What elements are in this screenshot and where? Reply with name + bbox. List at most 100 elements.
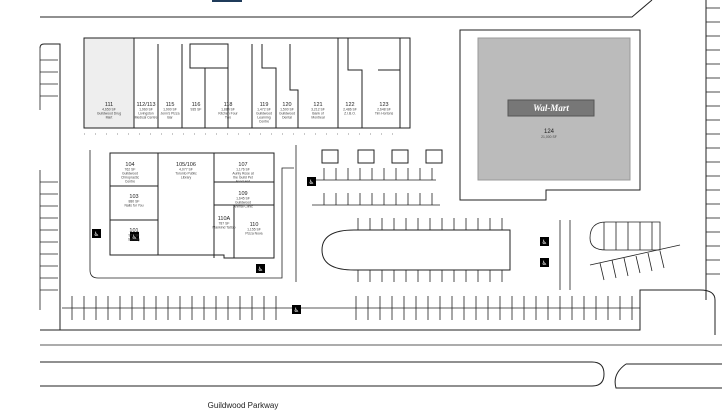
unit-number: 110A — [218, 216, 231, 222]
unit-area: 880 SF — [129, 200, 140, 204]
unit-number: 109 — [238, 191, 247, 197]
unit-tenant: Dental — [282, 116, 292, 120]
svg-text:♿: ♿ — [542, 239, 547, 246]
unit-area: 1,960 SF — [139, 108, 153, 112]
unit-number: 123 — [379, 102, 388, 108]
unit-tenant: Kitchen Four — [218, 112, 238, 116]
wheelchair-icon — [130, 232, 139, 241]
unit-tenant: Chiropractic — [121, 176, 139, 180]
unit-number: 120 — [282, 102, 291, 108]
unit-area: 4,650 SF — [102, 108, 116, 112]
unit-tenant: Bar — [167, 116, 173, 120]
parking-rows — [312, 168, 681, 290]
wheelchair-icon — [256, 264, 265, 273]
street-label: Guildwood Parkway — [208, 401, 279, 410]
unit-number: 103 — [129, 194, 138, 200]
unit-number: 122 — [345, 102, 354, 108]
unit-area: 2,648 SF — [377, 108, 391, 112]
unit-tenant: Jenn's Pizza — [161, 112, 180, 116]
unit-number: 105/106 — [176, 162, 196, 168]
unit-tenant: Mart — [106, 116, 113, 120]
svg-text:♿: ♿ — [542, 260, 547, 267]
unit-area: 1,472 SF — [257, 108, 271, 112]
svg-text:♿: ♿ — [132, 234, 137, 241]
unit-number: 119 — [260, 102, 269, 108]
south-lot-edge — [40, 289, 716, 335]
unit-tenant: the Guild Pet — [233, 176, 253, 180]
central-parking-island — [321, 229, 511, 271]
unit-tenant: Aunty Rose at — [232, 172, 253, 176]
unit-area: 1,884 SF — [221, 108, 235, 112]
unit-tenant: Centre — [259, 120, 269, 124]
unit-tenant: Nails for You — [124, 204, 143, 208]
walmart-logo-plate — [507, 99, 595, 117]
wheelchair-icon — [307, 177, 316, 186]
unit-area: 787 SF — [219, 222, 230, 226]
unit-number: 110 — [250, 222, 259, 228]
unit-area: 2,486 SF — [343, 108, 357, 112]
unit-tenant: Library — [181, 176, 192, 180]
unit-tenant: Animal Clinic — [233, 205, 253, 209]
unit-area: 971 SF — [129, 234, 140, 238]
wheelchair-icon — [92, 229, 101, 238]
unit-area: 1,500 SF — [280, 108, 294, 112]
south-parking-row — [62, 296, 640, 320]
unit-tenant: Centre — [125, 180, 135, 184]
north-retail-strip — [83, 37, 411, 135]
unit-number: 115 — [166, 102, 175, 108]
svg-text:♿: ♿ — [294, 307, 299, 314]
unit-tenant: Toronto Public — [175, 172, 197, 176]
west-lot-edge — [39, 43, 61, 331]
unit-tenant: Tim Hortons — [375, 112, 394, 116]
unit-number: 107 — [238, 162, 247, 168]
top-entrance-marker — [212, 0, 242, 2]
unit-tenant: Guildwood — [235, 201, 251, 205]
unit-tenant: Guildwood Drug — [97, 112, 121, 116]
unit-area: 1,645 SF — [236, 197, 250, 201]
unit-area: 762 SF — [125, 168, 136, 172]
unit-number: 121 — [313, 102, 322, 108]
wheelchair-icon — [540, 258, 549, 267]
unit-tenant: Guildwood — [122, 172, 138, 176]
unit-tenant: Guildwood — [256, 112, 272, 116]
unit-area: 4,077 SF — [179, 168, 193, 172]
west-parking — [39, 48, 58, 310]
unit-number: 118 — [224, 102, 233, 108]
south-drive-aisle — [89, 150, 294, 279]
unit-area: 1,155 SF — [247, 228, 261, 232]
parkway-median — [40, 361, 605, 387]
unit-tenant: Medical Centre — [135, 116, 158, 120]
anchor-unit-area: 21,000 SF — [541, 135, 557, 139]
unit-tenant: Mankind Tattoo — [213, 226, 236, 230]
unit-tenant: Z.I.B.O. — [344, 112, 356, 116]
unit-tenant: Food and — [236, 180, 250, 184]
anchor-building — [459, 29, 641, 201]
wheelchair-icon — [540, 237, 549, 246]
unit-tenant: Montreal — [311, 116, 324, 120]
south-retail-block — [109, 152, 275, 259]
unit-area: 1,900 SF — [163, 108, 177, 112]
parkway-east-median — [614, 363, 722, 389]
accessible-parking-icons — [92, 177, 549, 314]
svg-text:♿: ♿ — [258, 266, 263, 273]
unit-number: 101 — [129, 228, 138, 234]
unit-tenant: Pizza Nova — [245, 232, 262, 236]
east-parking — [706, 7, 720, 275]
